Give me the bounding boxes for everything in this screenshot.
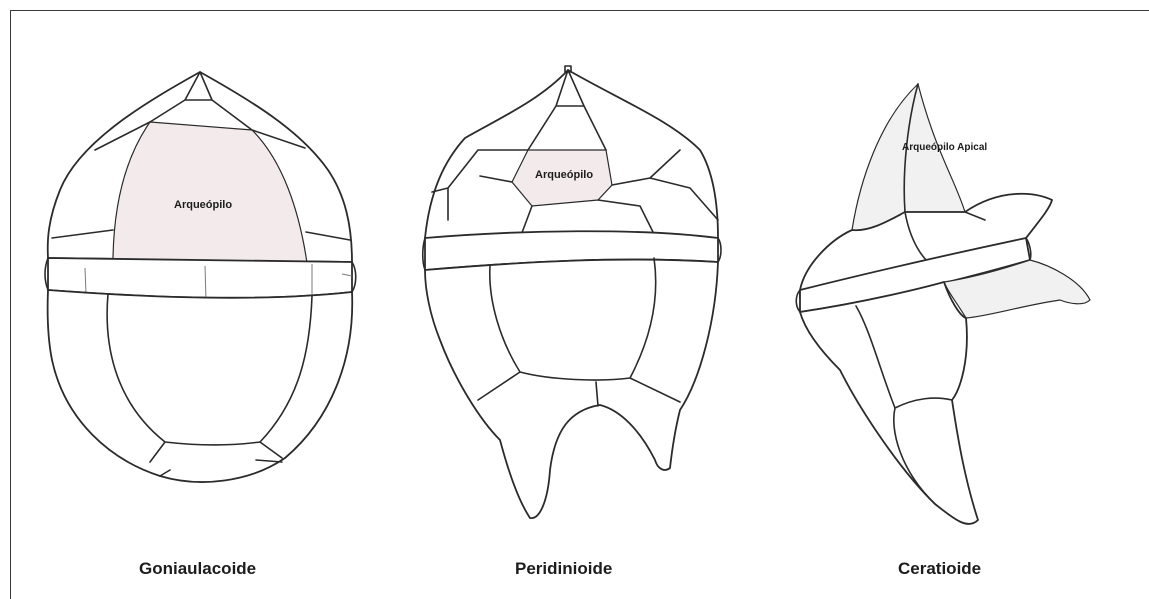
goniaulacoide-cingulum — [48, 258, 352, 298]
ceratioide-caption: Ceratioide — [898, 559, 981, 578]
peridinioide-caption: Peridinioide — [515, 559, 612, 578]
ceratioide-archeopyle-label: Arqueópilo Apical — [902, 142, 987, 153]
peridinioide-hypocyst — [425, 260, 718, 519]
ceratioide-archeopyle — [852, 84, 965, 230]
goniaulacoide-archeopyle-label: Arqueópilo — [174, 199, 232, 211]
ceratioide-cyst: Arqueópilo Apical Ceratioide — [796, 84, 1090, 578]
goniaulacoide-cyst: Arqueópilo Goniaulacoide — [45, 72, 356, 578]
goniaulacoide-caption: Goniaulacoide — [139, 559, 256, 578]
peridinioide-archeopyle-label: Arqueópilo — [535, 169, 593, 181]
ceratioide-hypocyst — [800, 282, 978, 524]
peridinioide-cyst: Arqueópilo Peridinioide — [423, 66, 721, 578]
goniaulacoide-hypocyst — [48, 290, 353, 482]
